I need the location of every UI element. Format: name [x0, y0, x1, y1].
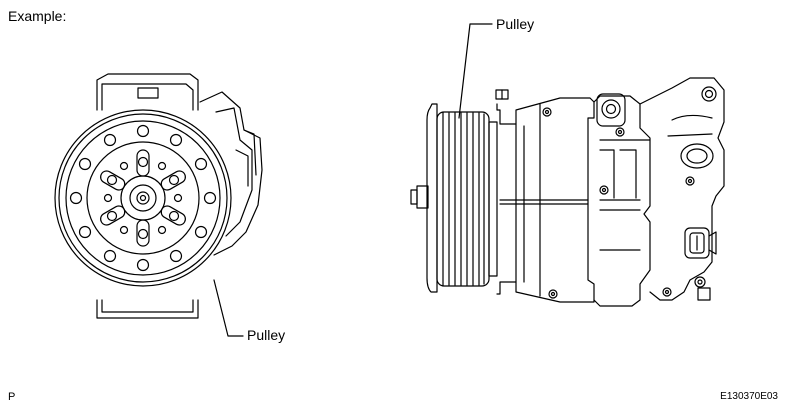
page-mark: P	[8, 391, 16, 403]
front-compressor-body	[96, 73, 263, 319]
side-view	[410, 23, 725, 307]
front-outer-holes	[69, 124, 217, 272]
side-pulley-leader	[458, 23, 493, 119]
side-compressor-body	[495, 77, 725, 307]
side-view-pulley-label: Pulley	[496, 16, 535, 32]
front-pulley-leader	[213, 279, 244, 337]
example-caption: Example:	[8, 8, 67, 24]
side-shaft	[410, 185, 429, 209]
front-pulley-spokes	[100, 149, 186, 247]
front-view-pulley-label: Pulley	[247, 327, 286, 343]
figure-code: E130370E03	[720, 391, 778, 402]
front-view	[54, 73, 263, 337]
side-pulley	[426, 103, 498, 293]
front-pulley	[54, 109, 232, 287]
front-inner-holes	[103, 156, 183, 240]
